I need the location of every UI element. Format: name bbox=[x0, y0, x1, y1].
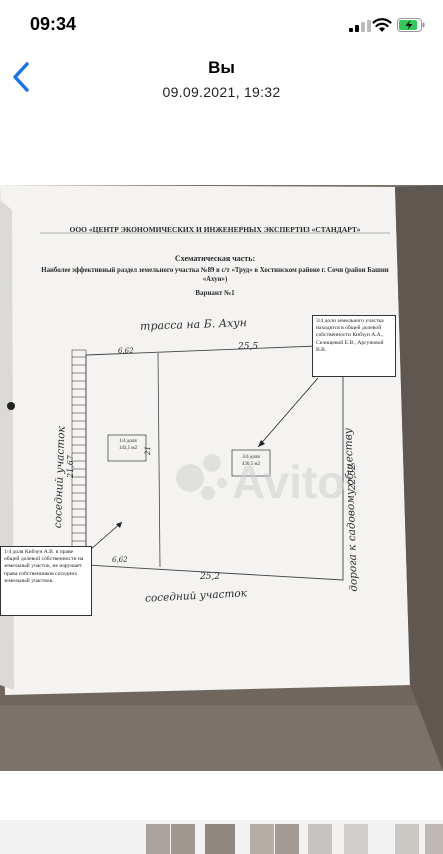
plot-small-label: 1/4 доля bbox=[119, 439, 137, 444]
thumbnail-item[interactable] bbox=[308, 824, 332, 854]
variant-label: Вариант №1 bbox=[195, 289, 235, 297]
dim-top-left: 6,62 bbox=[118, 347, 134, 355]
sender-title: Вы bbox=[208, 58, 235, 77]
status-bar: 09:34 bbox=[0, 0, 443, 50]
plot-small-area: 143,5 м2 bbox=[118, 446, 138, 451]
avito-watermark bbox=[176, 454, 227, 500]
thumbnail-item[interactable] bbox=[205, 824, 235, 854]
note-right-box: 3/4 доли земельного участка находятся в … bbox=[312, 315, 396, 377]
wifi-icon bbox=[372, 18, 392, 32]
thumbnail-item[interactable] bbox=[344, 824, 368, 854]
org-name: ООО «ЦЕНТР ЭКОНОМИЧЕСКИХ И ИНЖЕНЕРНЫХ ЭК… bbox=[69, 225, 361, 234]
watermark-text: Avito bbox=[232, 456, 346, 508]
dim-bottom-left: 6,62 bbox=[112, 556, 128, 564]
dim-right: 22,52 bbox=[348, 464, 358, 490]
dim-left: 21,67 bbox=[66, 455, 75, 478]
dim-bottom: 25,2 bbox=[200, 572, 221, 582]
sent-datetime: 09.09.2021, 19:32 bbox=[162, 84, 281, 100]
thumbnail-item[interactable] bbox=[425, 824, 443, 854]
battery-charging-icon bbox=[397, 18, 425, 32]
status-time: 09:34 bbox=[30, 14, 77, 34]
plot-large-label: 3/4 доля bbox=[242, 455, 260, 460]
cellular-signal-icon bbox=[349, 20, 371, 32]
thumbnail-item[interactable] bbox=[171, 824, 195, 854]
thumbnail-item[interactable] bbox=[395, 824, 419, 854]
note-left-box: 1/4 доля Кибзун А.В. в праве общей долев… bbox=[0, 546, 92, 616]
back-chevron-icon[interactable] bbox=[8, 60, 36, 94]
photo-of-document[interactable]: Avito bbox=[0, 185, 443, 771]
document-heading: Наиболее эффективный раздел земельного у… bbox=[41, 267, 389, 283]
plot-large-area: 430,5 м2 bbox=[241, 462, 261, 467]
dim-top: 25,5 bbox=[238, 342, 259, 352]
schema-title: Схематическая часть: bbox=[174, 254, 256, 263]
thumbnail-item[interactable] bbox=[146, 824, 170, 854]
document-photo-drawing bbox=[0, 185, 443, 771]
thumbnail-item[interactable] bbox=[275, 824, 299, 854]
thumbnail-item[interactable] bbox=[250, 824, 274, 854]
